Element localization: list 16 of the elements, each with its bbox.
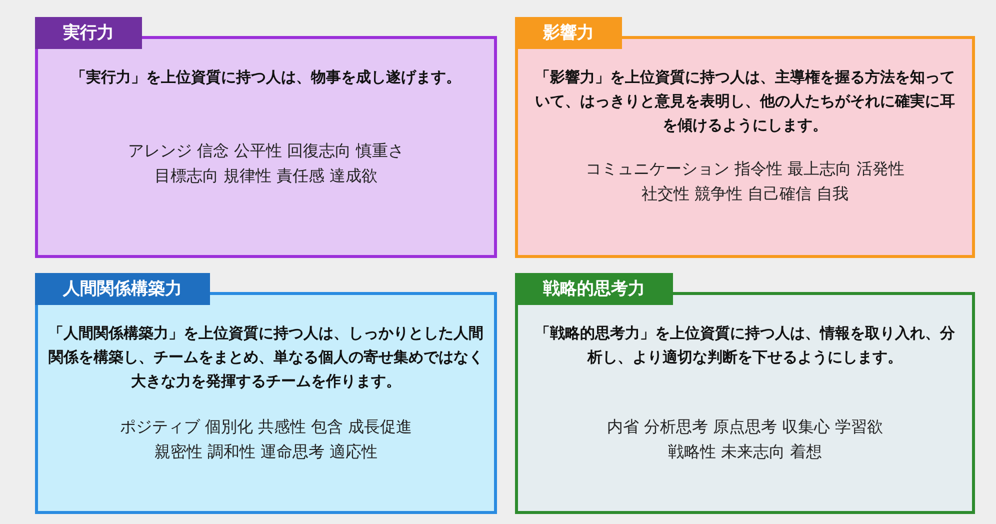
strength-list: コミュニケーション 指令性 最上志向 活発性 (528, 157, 962, 181)
strength-list: 戦略性 未来志向 着想 (528, 440, 962, 464)
description-text: 「実行力」を上位資質に持つ人は、物事を成し遂げます。 (70, 67, 462, 88)
panel-heading: 実行力 (35, 17, 142, 49)
strength-list: 内省 分析思考 原点思考 収集心 学習欲 (528, 415, 962, 439)
strength-list: 目標志向 規律性 責任感 達成欲 (48, 164, 484, 188)
strength-list: ポジティブ 個別化 共感性 包含 成長促進 (48, 415, 484, 439)
strength-list: アレンジ 信念 公平性 回復志向 慎重さ (48, 139, 484, 163)
strength-list: 社交性 競争性 自己確信 自我 (528, 182, 962, 206)
description-text: 「人間関係構築力」を上位資質に持つ人は、しっかりとした人間関係を構築し、チームをまとめ、単なる個人の寄せ集めではなく大きな力を発揮するチームを作ります。 (48, 323, 484, 392)
panel-heading: 影響力 (515, 17, 622, 49)
description-text: 「戦略的思考力」を上位資質に持つ人は、情報を取り入れ、分析し、より適切な判断を下せるようにします。 (534, 323, 956, 368)
panel-heading: 戦略的思考力 (515, 273, 673, 305)
description-text: 「影響力」を上位資質に持つ人は、主導権を握る方法を知っていて、はっきりと意見を表明し、他の人たちがそれに確実に耳を傾けるようにします。 (534, 67, 956, 136)
panel-heading: 人間関係構築力 (35, 273, 210, 305)
strength-list: 親密性 調和性 運命思考 適応性 (48, 440, 484, 464)
